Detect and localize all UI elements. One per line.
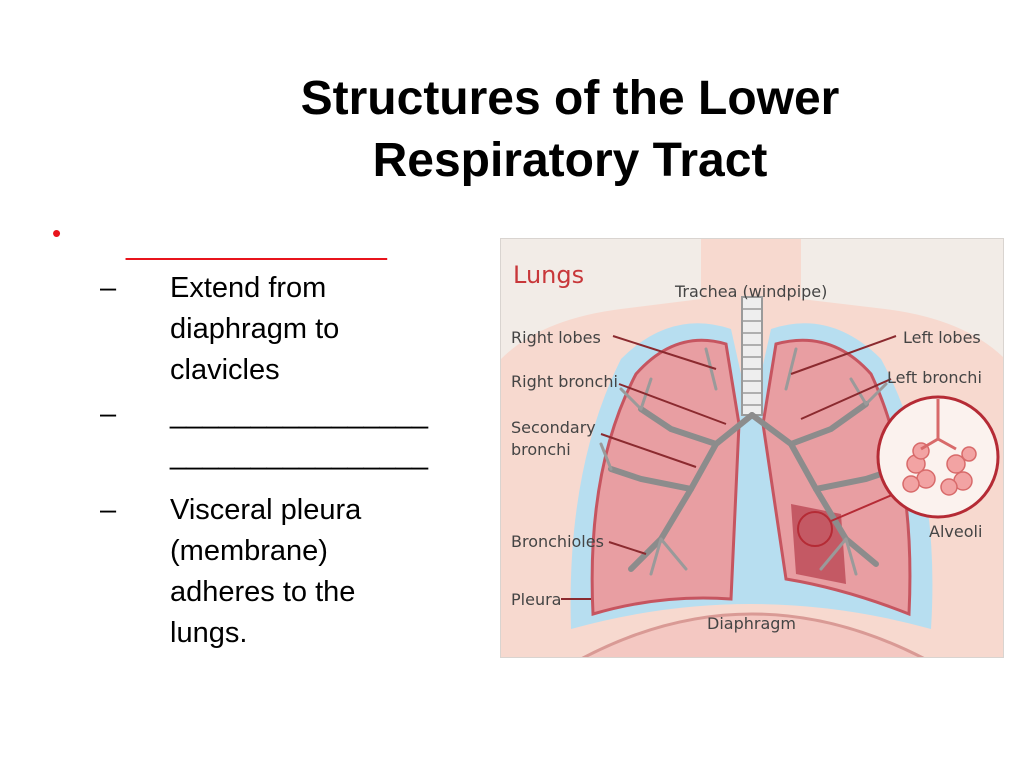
bullet-marker: • xyxy=(52,218,62,248)
label-right-lobes: Right lobes xyxy=(511,328,601,347)
alveoli-clusters xyxy=(902,442,977,496)
lungs-diagram: Lungs Trachea (windpipe) Right lobes Rig… xyxy=(500,238,1004,658)
sub-item-2-blank-2: ________________ xyxy=(170,439,429,471)
label-right-bronchi: Right bronchi xyxy=(511,372,618,391)
sub-item-3-line-2: (membrane) xyxy=(170,535,328,567)
dash-marker: – xyxy=(100,494,117,526)
title-line-1: Structures of the Lower xyxy=(300,72,840,125)
alveoli-focus-circle xyxy=(797,511,833,547)
trachea xyxy=(741,296,763,416)
dash-marker: – xyxy=(100,398,117,430)
sub-item-1-line-1: Extend from xyxy=(170,272,327,304)
sub-item-2-blank-1: ________________ xyxy=(170,398,429,430)
fill-in-blank-heading: ________________ xyxy=(126,226,387,261)
label-pleura: Pleura xyxy=(511,590,561,609)
label-left-lobes: Left lobes xyxy=(903,328,981,347)
title-line-2: Respiratory Tract xyxy=(372,134,768,187)
sub-item-3-line-1: Visceral pleura xyxy=(170,494,362,526)
figure-heading: Lungs xyxy=(513,261,584,289)
right-lung xyxy=(590,338,741,616)
neck-silhouette xyxy=(701,239,801,299)
label-left-bronchi: Left bronchi xyxy=(887,368,982,387)
label-alveoli: Alveoli xyxy=(929,522,982,541)
diaphragm xyxy=(581,612,925,657)
label-secondary-bronchi-1: Secondary xyxy=(511,418,596,437)
sub-item-1-line-2: diaphragm to xyxy=(170,313,340,345)
slide-title: Structures of the Lower Respiratory Trac… xyxy=(175,68,965,192)
sub-item-3-line-4: lungs. xyxy=(170,617,248,649)
label-leader-lines xyxy=(561,335,897,600)
label-secondary-bronchi-2: bronchi xyxy=(511,440,571,459)
sub-item-1-line-3: clavicles xyxy=(170,354,280,386)
lung-shaded-region xyxy=(791,504,846,584)
label-diaphragm: Diaphragm xyxy=(707,614,796,633)
lungs-illustration: Lungs Trachea (windpipe) Right lobes Rig… xyxy=(501,239,1003,657)
trachea-rings xyxy=(742,308,762,406)
label-bronchioles: Bronchioles xyxy=(511,532,604,551)
label-trachea: Trachea (windpipe) xyxy=(674,282,827,301)
dash-marker: – xyxy=(100,272,117,304)
sub-item-3-line-3: adheres to the xyxy=(170,576,356,608)
